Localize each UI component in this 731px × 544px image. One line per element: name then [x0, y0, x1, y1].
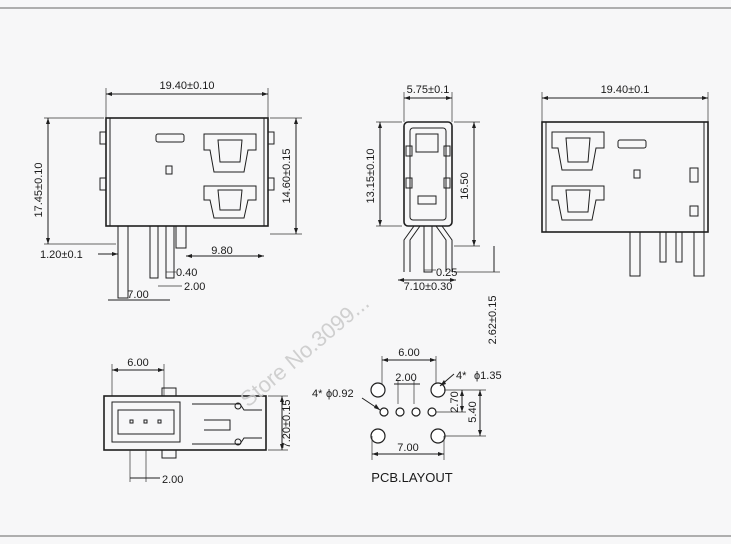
- bottom-height-dim: 7.20±0.15: [281, 400, 293, 449]
- side-leg-dim: 2.62±0.15: [487, 296, 499, 345]
- side-view: 5.75±0.1 13.15±0.10 16.50 2.62±0.15: [365, 84, 500, 344]
- pcb-large-pad-count: 4*: [456, 370, 467, 382]
- pcb-pad-small: [379, 407, 389, 417]
- rear-width-dim: 19.40±0.1: [601, 84, 650, 96]
- pcb-pad-large: [430, 428, 446, 444]
- pcb-pad-small: [411, 407, 421, 417]
- front-view: 19.40±0.10 17.45±0.10: [33, 80, 302, 301]
- pcb-layout-title: PCB.LAYOUT: [371, 470, 452, 485]
- side-base-dim: 7.10±0.30: [404, 281, 453, 293]
- side-top-width-dim: 5.75±0.1: [407, 84, 450, 96]
- pcb-large-pad-diameter: ϕ1.35: [474, 370, 502, 382]
- bottom-width-dim: 6.00: [127, 357, 148, 369]
- pcb-bottom-spacing-dim: 7.00: [397, 442, 418, 454]
- front-height-inner-dim: 14.60±0.15: [281, 149, 293, 204]
- pcb-small-pad-count: 4*: [312, 388, 323, 400]
- front-pitch-dim: 0.40: [176, 267, 197, 279]
- pcb-pad-large: [370, 428, 386, 444]
- front-spacing-dim: 2.00: [184, 281, 205, 293]
- front-width-dim: 19.40±0.10: [160, 80, 215, 92]
- rear-view: 19.40±0.1: [541, 84, 709, 277]
- rear-housing: [541, 121, 709, 233]
- pcb-pad-large: [370, 382, 386, 398]
- pcb-row-gap-dim: 2.70: [449, 391, 461, 412]
- bottom-pitch-dim: 2.00: [162, 474, 183, 486]
- bottom-view: 6.00 7.20±0.15 2.00: [103, 357, 293, 486]
- pcb-pad-small: [395, 407, 405, 417]
- pcb-small-pad-diameter: ϕ0.92: [326, 388, 354, 400]
- usb-port-upper: [203, 133, 257, 173]
- side-pin-width-dim: 0.25: [436, 267, 457, 279]
- side-body: [403, 121, 453, 227]
- pcb-row-gap2-dim: 5.40: [467, 401, 479, 422]
- front-housing: [105, 117, 269, 227]
- bottom-body: [103, 395, 267, 451]
- side-total-dim: 16.50: [459, 172, 471, 200]
- usb-port-lower: [203, 185, 257, 219]
- side-height-dim: 13.15±0.10: [365, 149, 377, 204]
- pcb-pad-small: [427, 407, 437, 417]
- front-height-outer-dim: 17.45±0.10: [33, 163, 45, 218]
- front-pin-offset-dim: 1.20±0.1: [40, 249, 83, 261]
- pcb-pitch-dim: 2.00: [395, 372, 416, 384]
- pcb-layout-view: 6.00 2.00 4* ϕ1.35 4* ϕ0.92 2.70 5.40: [312, 347, 502, 485]
- pcb-top-spacing-dim: 6.00: [398, 347, 419, 359]
- front-to-edge-dim: 9.80: [211, 245, 232, 257]
- pcb-pad-large: [430, 382, 446, 398]
- front-span-dim: 7.00: [127, 289, 148, 301]
